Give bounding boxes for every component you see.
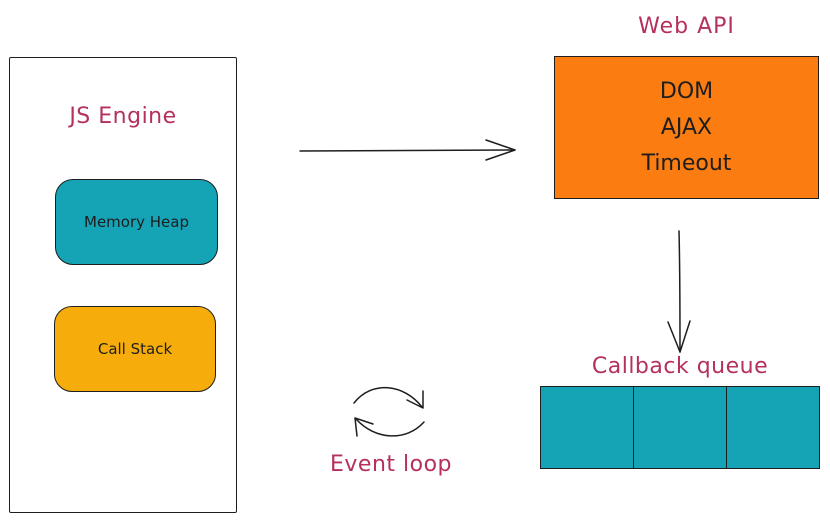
- arrow-webapi-to-queue: [667, 230, 691, 353]
- queue-cell: [634, 387, 727, 468]
- callback-queue-title: Callback queue: [591, 354, 769, 379]
- web-api-box: DOM AJAX Timeout: [554, 56, 819, 199]
- event-loop-label: Event loop: [329, 452, 452, 477]
- js-engine-title: JS Engine: [69, 104, 177, 129]
- callback-queue-box: [540, 386, 820, 469]
- cycle-arrows-icon: [353, 387, 425, 437]
- web-api-item-ajax: AJAX: [660, 114, 713, 140]
- call-stack-box: Call Stack: [54, 306, 216, 392]
- web-api-item-timeout: Timeout: [641, 150, 732, 176]
- memory-heap-box: Memory Heap: [55, 179, 218, 265]
- web-api-title: Web API: [638, 14, 735, 39]
- arrow-engine-to-webapi: [299, 139, 516, 161]
- queue-cell: [541, 387, 634, 468]
- call-stack-label: Call Stack: [97, 340, 173, 358]
- web-api-item-dom: DOM: [659, 78, 714, 104]
- memory-heap-label: Memory Heap: [84, 213, 189, 231]
- queue-cell: [727, 387, 819, 468]
- js-engine-container: [9, 57, 237, 513]
